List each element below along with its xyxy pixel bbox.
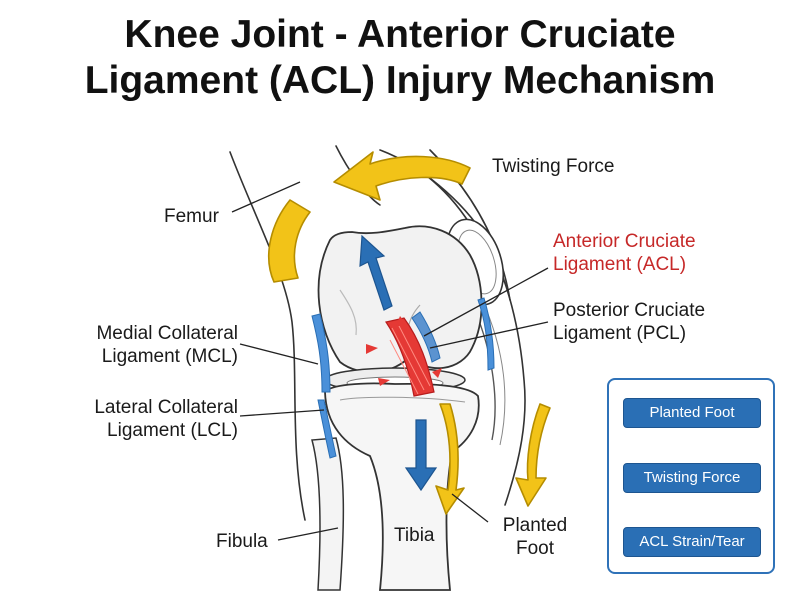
- title-line-1: Knee Joint - Anterior Cruciate: [124, 13, 676, 56]
- lcl-label: Lateral Collateral Ligament (LCL): [30, 396, 238, 442]
- acl-label-line-1: Anterior Cruciate: [553, 231, 696, 252]
- pcl-label: Posterior Cruciate Ligament (PCL): [553, 299, 705, 345]
- medial-collateral-ligament: [311, 313, 331, 393]
- mcl-label: Medial Collateral Ligament (MCL): [30, 322, 238, 368]
- tibia-label: Tibia: [394, 525, 435, 546]
- flowchart-step-planted-foot: Planted Foot: [623, 398, 761, 428]
- mcl-label-line-2: Ligament (MCL): [101, 346, 238, 367]
- fibula: [311, 437, 345, 591]
- femur-label: Femur: [164, 206, 219, 227]
- leader-lines: [231, 181, 549, 541]
- tibia-direction-arrow: [404, 419, 438, 492]
- twisting-force-label: Twisting Force: [492, 156, 615, 177]
- flowchart-step-twisting-force: Twisting Force: [623, 463, 761, 493]
- planted-foot-label-line-2: Foot: [515, 538, 555, 559]
- acl-label-line-2: Ligament (ACL): [553, 254, 687, 275]
- title-line-2: Ligament (ACL) Injury Mechanism: [84, 59, 716, 102]
- planted-foot-arrows: [435, 403, 551, 515]
- anterior-cruciate-ligament: [385, 317, 435, 397]
- flowchart-step-acl-strain: ACL Strain/Tear: [623, 527, 761, 557]
- strain-markers: [366, 316, 442, 386]
- lateral-collateral-ligament: [317, 399, 337, 459]
- femur: [317, 225, 483, 373]
- twisting-force-arrow: [267, 151, 471, 283]
- diagram-title: Knee Joint - Anterior Cruciate Ligament …: [0, 12, 800, 104]
- posterior-cruciate-ligament: [411, 311, 441, 363]
- planted-foot-label-line-1: Planted: [502, 515, 568, 536]
- lcl-label-line-1: Lateral Collateral: [94, 397, 238, 418]
- mcl-label-line-1: Medial Collateral: [96, 323, 238, 344]
- femur-direction-arrow: [359, 234, 393, 311]
- planted-foot-label: Planted Foot: [490, 514, 580, 560]
- pcl-label-line-1: Posterior Cruciate: [553, 300, 706, 321]
- lcl-label-line-2: Ligament (LCL): [107, 420, 238, 441]
- fibula-label: Fibula: [216, 531, 268, 552]
- acl-label: Anterior Cruciate Ligament (ACL): [553, 230, 696, 276]
- pcl-label-line-2: Ligament (PCL): [553, 323, 687, 344]
- injury-flowchart: Planted Foot Twisting Force ACL Strain/T…: [607, 378, 775, 574]
